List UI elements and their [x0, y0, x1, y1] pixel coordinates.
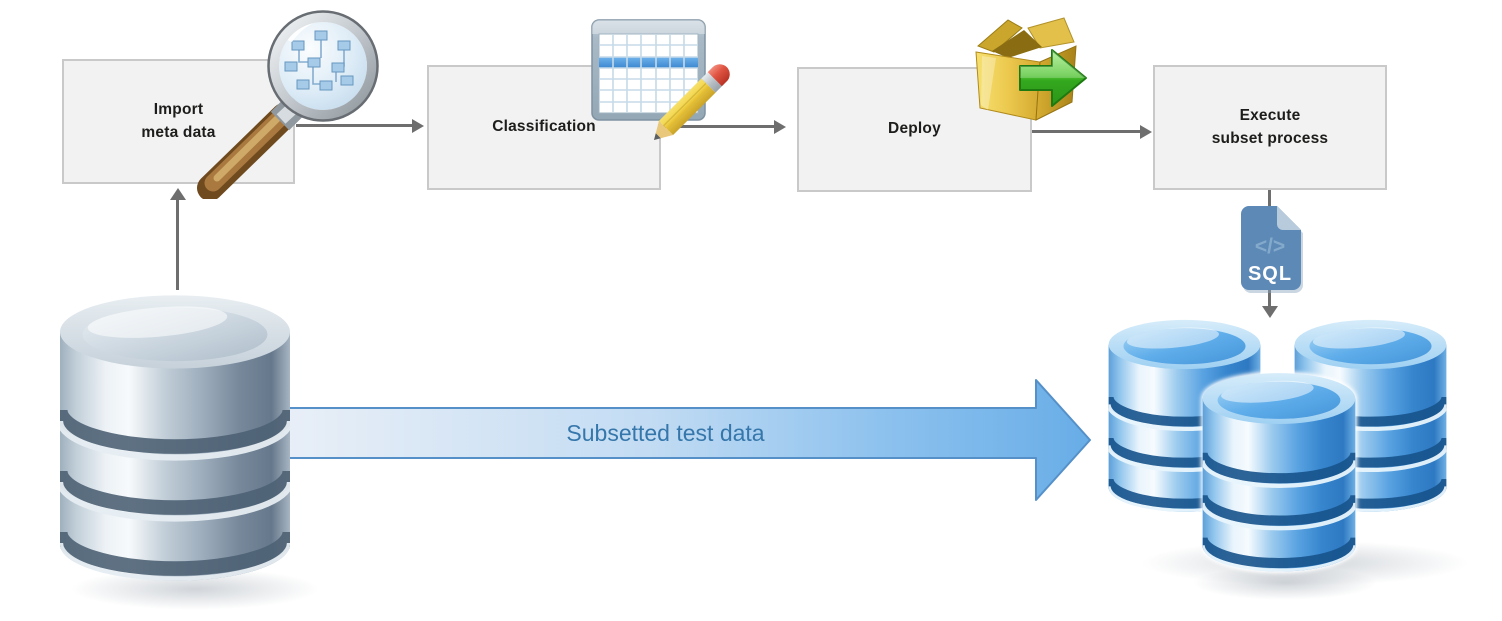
step-box-execute-subset-process: Execute subset process — [1153, 65, 1387, 190]
connector-arrow-right-3 — [1032, 125, 1152, 139]
step-box-classification: Classification — [427, 65, 661, 190]
arrowhead — [774, 120, 786, 134]
sql-label: SQL — [1248, 263, 1292, 285]
magnifier-ring-edge — [267, 10, 379, 122]
arrow-shaft — [176, 199, 179, 290]
step-label: Classification — [492, 118, 596, 136]
export-arrow-gloss — [1020, 50, 1086, 78]
schema-nodes — [284, 30, 354, 91]
flow-arrow — [283, 379, 1091, 501]
magnifier-handle — [197, 96, 305, 199]
flow-arrow-label: Subsetted test data — [566, 419, 765, 446]
connector-arrow-right-2 — [661, 120, 786, 134]
sql-code-glyph: </> — [1255, 235, 1285, 258]
connector-arrow-up-source — [170, 188, 186, 290]
step-label: Import meta data — [141, 101, 216, 141]
connector-arrow-right-1 — [296, 119, 424, 133]
flow-arrow-shape — [283, 379, 1091, 501]
arrow-shaft — [661, 125, 775, 128]
sql-file-fold — [1277, 206, 1301, 230]
database-shadow — [1192, 566, 1378, 600]
sql-file-icon: </> SQL — [1241, 206, 1303, 293]
pencil — [654, 64, 730, 140]
arrowhead — [1262, 306, 1278, 318]
arrowhead — [170, 188, 186, 200]
export-arrow — [1019, 49, 1087, 107]
package-export-icon — [975, 17, 1087, 121]
target-database-icon-front — [1196, 368, 1362, 580]
arrow-shaft — [1032, 130, 1141, 133]
step-label: Deploy — [888, 120, 941, 138]
magnifier-ring — [269, 12, 377, 120]
glass-highlight — [284, 17, 328, 42]
database-source-icon — [50, 288, 300, 593]
magnifier-schema-icon — [197, 10, 379, 199]
table-pencil-icon — [591, 19, 730, 140]
step-box-import-meta-data: Import meta data — [62, 59, 295, 184]
arrowhead — [412, 119, 424, 133]
arrowhead — [1140, 125, 1152, 139]
step-label: Execute subset process — [1211, 107, 1329, 147]
arrow-shaft — [296, 124, 413, 127]
